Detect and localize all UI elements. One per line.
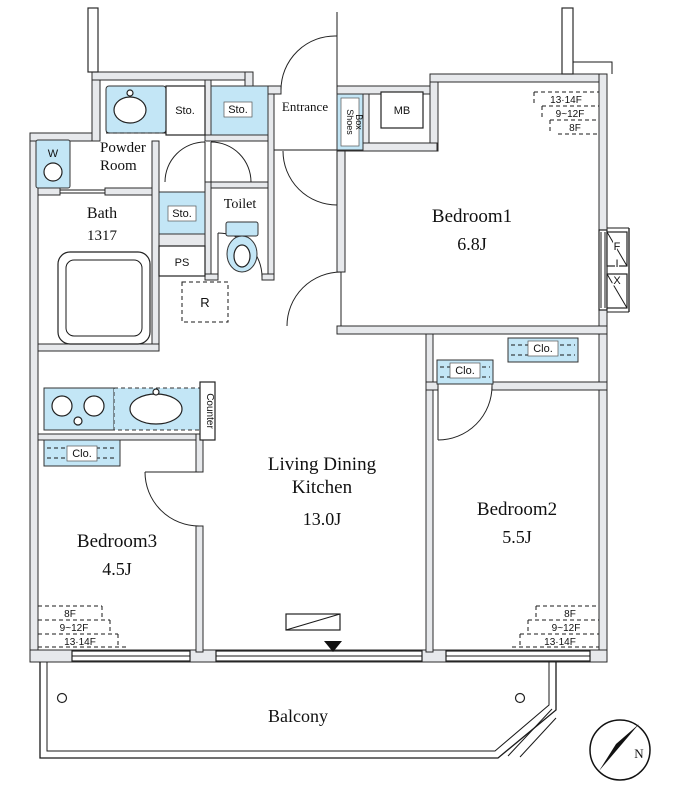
toilet-label: Toilet: [224, 197, 257, 212]
bedroom1-door: [286, 271, 342, 327]
shoes-box-label: Shoes: [345, 109, 355, 135]
powder-room-line1: Powder: [100, 140, 146, 156]
bathtub: [57, 251, 151, 345]
closet-label: Clo.: [533, 343, 553, 355]
section-marker: [324, 641, 342, 652]
mb-label: MB: [394, 105, 411, 117]
closet-bedroom2: Clo.: [436, 359, 494, 385]
north-compass: N: [589, 719, 651, 781]
bedroom3-door: [144, 471, 200, 527]
washer-label: W: [48, 148, 59, 160]
storage-powder: Sto.: [165, 85, 206, 136]
counter-bar: Counter: [199, 381, 216, 441]
floor-mark-label: 9~12F: [60, 623, 89, 634]
interior-walls: [37, 79, 608, 653]
compass-needle: [599, 724, 639, 771]
bedroom1-size: 6.8J: [457, 234, 487, 254]
floor-mark-label: 13·14F: [550, 95, 582, 106]
storage-label: Sto.: [175, 105, 195, 117]
storage-hall: Sto.: [210, 85, 269, 136]
closet-bedroom1: Clo.: [507, 337, 579, 363]
windows: [60, 189, 630, 662]
floor-mark-label: 13·14F: [544, 637, 576, 648]
entrance-label: Entrance: [282, 99, 328, 114]
exterior-walls: [29, 71, 608, 663]
floor-marks-top-right: 13·14F 9~12F 8F: [533, 91, 599, 136]
counter-label: Counter: [204, 393, 215, 429]
floor-mark-label: 9~12F: [556, 109, 585, 120]
closet-label: Clo.: [72, 448, 92, 460]
stove: [43, 387, 115, 431]
fix-bay-window: [598, 227, 630, 313]
neighbor-wall-stubs: [87, 7, 613, 75]
balcony-drain: [514, 692, 526, 704]
fix-letter: X: [613, 275, 621, 287]
ldk-name-line2: Kitchen: [292, 477, 353, 498]
fix-letter: I: [615, 258, 618, 270]
bedroom3-size: 4.5J: [102, 559, 132, 579]
north-label: N: [634, 746, 644, 761]
bath-size: 1317: [87, 228, 118, 244]
washroom-doors: [164, 141, 252, 183]
floor-mark-label: 13·14F: [64, 637, 96, 648]
bedroom2-door: [437, 385, 493, 441]
closet-label: Clo.: [455, 365, 475, 377]
storage-label: Sto.: [228, 104, 248, 116]
shoes-box-label: Box: [354, 114, 364, 130]
floor-mark-label: 8F: [564, 609, 576, 620]
kitchen-sink: [113, 387, 203, 431]
floor-marks-bottom-left: 8F 9~12F 13·14F: [38, 605, 126, 650]
entrance-door: [280, 35, 338, 91]
room-labels: Bedroom1 6.8J Bedroom2 5.5J Bedroom3 4.5…: [77, 99, 557, 726]
refrigerator-label: R: [200, 295, 209, 310]
pipe-space: PS: [158, 245, 206, 277]
hall-door: [274, 149, 338, 206]
floor-marks-bottom-right: 8F 9~12F 13·14F: [512, 605, 599, 650]
bath-name: Bath: [87, 205, 117, 222]
balcony-drain: [56, 692, 68, 704]
storage-label: Sto.: [172, 208, 192, 220]
balcony: [39, 662, 557, 759]
floor-mark-label: 8F: [64, 609, 76, 620]
meter-box: MB: [380, 91, 424, 129]
ldk-name-line1: Living Dining: [268, 454, 377, 475]
washing-machine: W: [35, 139, 71, 189]
shoes-box: Shoes Box: [336, 93, 364, 151]
bedroom1-name: Bedroom1: [432, 206, 512, 227]
bedroom2-size: 5.5J: [502, 527, 532, 547]
ldk-cabinet: [285, 613, 341, 631]
floor-level-marks: 13·14F 9~12F 8F 8F 9~12F 13·14F 8F: [38, 91, 599, 650]
ldk-size: 13.0J: [303, 509, 342, 529]
balcony-label: Balcony: [268, 706, 328, 726]
refrigerator-space: R: [181, 281, 229, 323]
fixtures: W Counter: [35, 85, 579, 652]
fix-window-label: F I X: [612, 240, 623, 289]
fix-letter: F: [614, 241, 621, 253]
floor-mark-label: 8F: [569, 123, 581, 134]
vanity-sink: [105, 85, 167, 134]
bedroom3-name: Bedroom3: [77, 531, 157, 552]
bedroom2-name: Bedroom2: [477, 499, 557, 520]
storage-corridor: Sto.: [158, 191, 206, 235]
toilet-fixture: [225, 221, 259, 273]
ps-label: PS: [175, 257, 190, 269]
floor-mark-label: 9~12F: [552, 623, 581, 634]
closet-bedroom3: Clo.: [43, 439, 121, 467]
powder-room-line2: Room: [100, 158, 137, 174]
